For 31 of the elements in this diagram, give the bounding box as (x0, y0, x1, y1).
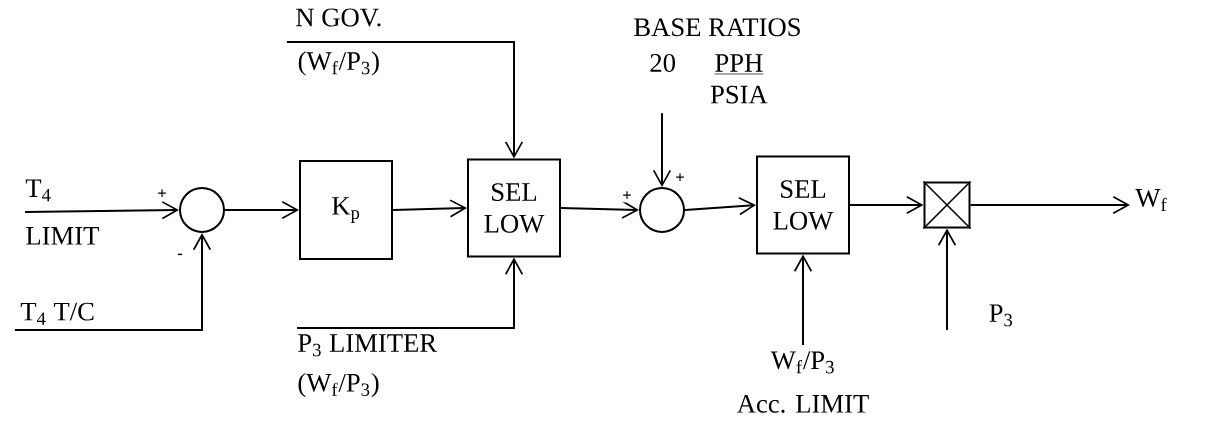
arrow (296, 257, 524, 329)
signal-label: T$_{4}$ T/C (20, 302, 94, 325)
sign-label: + (620, 189, 634, 203)
signal-label: P$_{3}$ LIMITER (W$_{f}$/P$_{3}$) (298, 334, 438, 398)
signal-label: W$_{f}$/P$_{3}$ Acc. LIMIT (737, 351, 869, 413)
arrow (14, 233, 212, 331)
multiplier-box (922, 180, 972, 230)
arrow (286, 41, 524, 159)
arrow (24, 201, 179, 220)
arrow (560, 200, 639, 219)
signal-label: N GOV. (W$_{f}$/P$_{3}$) (296, 8, 381, 76)
summing-junction (179, 187, 225, 233)
arrow (392, 199, 467, 218)
arrow (684, 197, 756, 216)
selector-box: SEL LOW (756, 155, 850, 255)
signal-label: BASE RATIOS 20 PPH PSIA (634, 18, 800, 104)
gain-box: K$_{p}$ (299, 160, 393, 260)
signal-label: P$_{3}$ (989, 304, 1013, 327)
arrow (793, 254, 813, 346)
arrow (652, 112, 672, 187)
arrow (937, 228, 957, 331)
selector-box: SEL LOW (467, 158, 561, 258)
arrow (224, 200, 299, 220)
sign-label: + (673, 171, 687, 185)
sign-label: + (155, 187, 169, 201)
signal-label: W$_{f}$ (1135, 189, 1167, 211)
signal-label: T$_{4}$ LIMIT (25, 179, 99, 245)
summing-junction (639, 187, 685, 233)
arrow (969, 195, 1130, 215)
arrow (849, 195, 924, 215)
sign-label: - (175, 252, 185, 260)
